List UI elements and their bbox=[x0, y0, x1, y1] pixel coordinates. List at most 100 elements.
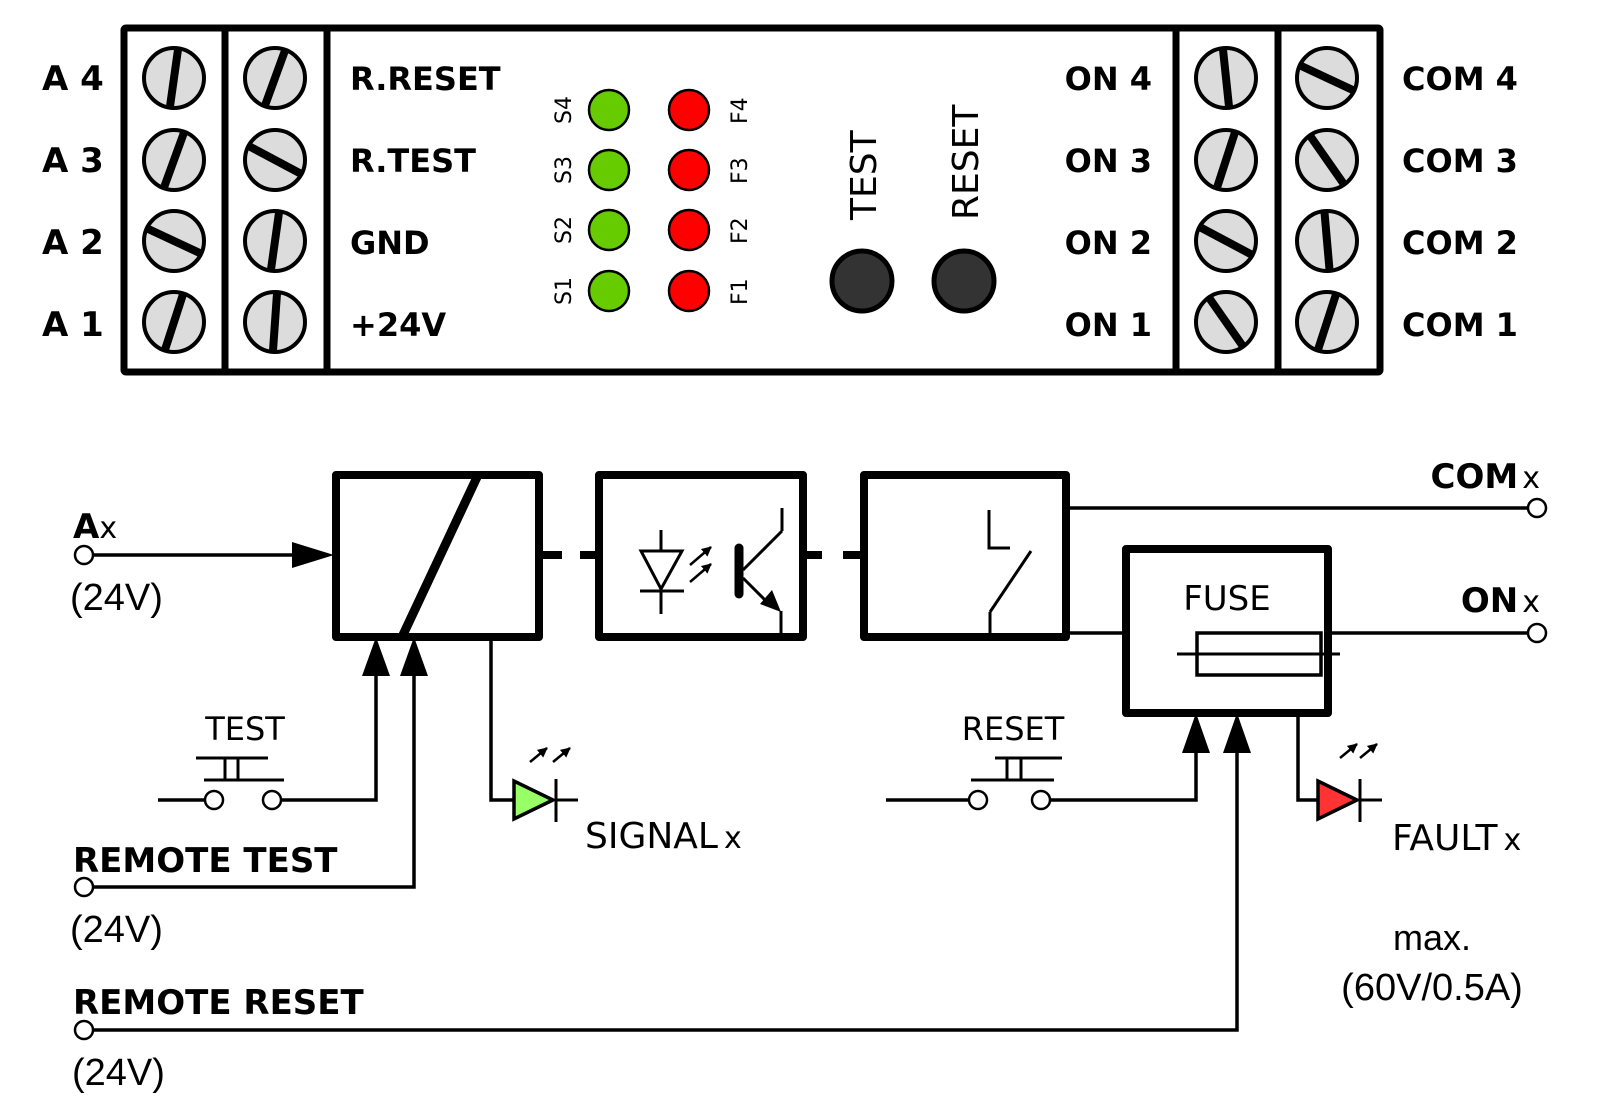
light-emission-icon bbox=[552, 747, 571, 763]
input-voltage: (24V) bbox=[70, 577, 163, 619]
reset-button[interactable]: RESET bbox=[931, 104, 997, 314]
screw-a2[interactable] bbox=[142, 209, 206, 273]
reset-button-cap[interactable] bbox=[931, 248, 997, 314]
reset-pushbutton-label: RESET bbox=[962, 710, 1065, 748]
rating-line-2: (60V/0.5A) bbox=[1341, 967, 1523, 1009]
fault-led-label: F3 bbox=[728, 157, 753, 184]
signal-led-wire bbox=[489, 637, 514, 802]
terminal-label-on2: ON 2 bbox=[1065, 224, 1152, 262]
screw-slot-icon bbox=[1320, 209, 1334, 273]
optocoupler-block bbox=[595, 471, 807, 641]
screw-r-test[interactable] bbox=[243, 128, 307, 192]
input-terminal[interactable] bbox=[73, 544, 95, 566]
remote-reset-wire bbox=[93, 753, 1239, 1032]
on-terminal[interactable] bbox=[1526, 622, 1548, 644]
screw-slot-icon bbox=[266, 209, 284, 273]
screw-on4[interactable] bbox=[1194, 46, 1258, 110]
signal-led-label: S4 bbox=[552, 96, 577, 124]
test-button-cap[interactable] bbox=[829, 248, 895, 314]
remote-test-wire bbox=[93, 676, 416, 889]
screw-com4[interactable] bbox=[1295, 46, 1359, 110]
light-emission-icon bbox=[1359, 743, 1378, 759]
device-enclosure bbox=[120, 24, 1384, 376]
input-arrow-icon bbox=[292, 542, 334, 568]
switch-block bbox=[860, 471, 1070, 641]
fault-led-f2 bbox=[667, 208, 711, 252]
screw-a3[interactable] bbox=[142, 128, 206, 192]
screw-slot-icon bbox=[165, 46, 183, 110]
light-emission-icon bbox=[529, 747, 548, 763]
reset-wire-out bbox=[1050, 753, 1198, 802]
signal-led-s2 bbox=[587, 208, 631, 252]
signal-led-label: S3 bbox=[552, 156, 577, 184]
light-emission-icon bbox=[1339, 743, 1358, 759]
test-button[interactable]: TEST bbox=[829, 129, 895, 314]
screw-slot-icon bbox=[160, 291, 188, 353]
screw-slot-icon bbox=[1297, 61, 1357, 95]
terminal-label-a3: A 3 bbox=[42, 141, 104, 181]
fault-led-icon bbox=[1316, 778, 1361, 822]
test-pushbutton-icon[interactable] bbox=[196, 756, 284, 811]
screw-a4[interactable] bbox=[142, 46, 206, 110]
screw-gnd[interactable] bbox=[243, 209, 307, 273]
screw-slot-icon bbox=[1305, 132, 1349, 188]
test-arrow-icon bbox=[362, 637, 390, 676]
screw-com3[interactable] bbox=[1295, 128, 1359, 192]
remote-reset-voltage: (24V) bbox=[72, 1052, 165, 1094]
screw-slot-icon bbox=[1313, 291, 1341, 353]
terminal-label-r-test: R.TEST bbox=[350, 142, 476, 180]
terminal-label-on3: ON 3 bbox=[1065, 142, 1152, 180]
test-wire-out bbox=[281, 676, 378, 802]
rating-line-1: max. bbox=[1393, 917, 1471, 958]
test-pushbutton-label: TEST bbox=[204, 710, 285, 748]
fault-led-f4 bbox=[667, 88, 711, 132]
fuse-block bbox=[1122, 545, 1332, 717]
screw-slot-icon bbox=[1212, 129, 1240, 191]
terminal-label-gnd: GND bbox=[350, 224, 430, 262]
fault-led-wire bbox=[1296, 713, 1318, 802]
reset-button-label: RESET bbox=[946, 104, 987, 220]
screw-slot-icon bbox=[1218, 46, 1234, 110]
remote-reset-terminal[interactable] bbox=[73, 1019, 95, 1041]
function-schematic: Ax (24V) bbox=[70, 457, 1548, 1094]
terminal-label-com3: COM 3 bbox=[1402, 142, 1518, 180]
terminal-label-com2: COM 2 bbox=[1402, 224, 1518, 262]
fuse-icon bbox=[1177, 631, 1340, 677]
fault-led-f1 bbox=[667, 269, 711, 313]
remote-test-arrow-icon bbox=[400, 637, 428, 676]
signal-led-s1 bbox=[587, 269, 631, 313]
signal-led-label: S2 bbox=[552, 216, 577, 244]
terminal-label-on1: ON 1 bbox=[1065, 306, 1152, 344]
remote-test-voltage: (24V) bbox=[70, 909, 163, 951]
remote-test-terminal[interactable] bbox=[73, 876, 95, 898]
screw-on3[interactable] bbox=[1194, 128, 1258, 192]
screw-24v[interactable] bbox=[243, 290, 307, 354]
fuse-label: FUSE bbox=[1183, 579, 1271, 619]
screw-slot-icon bbox=[1204, 294, 1248, 350]
terminal-label-com1: COM 1 bbox=[1402, 306, 1518, 344]
signal-led-s3 bbox=[587, 148, 631, 192]
fault-led-label: F1 bbox=[728, 278, 753, 305]
screw-r-reset[interactable] bbox=[243, 46, 307, 110]
reset-pushbutton-icon[interactable] bbox=[967, 756, 1062, 811]
screw-slot-icon bbox=[1196, 222, 1256, 260]
screw-com1[interactable] bbox=[1295, 290, 1359, 354]
screw-slot-icon bbox=[245, 141, 305, 179]
terminal-label-a1: A 1 bbox=[42, 305, 104, 345]
com-terminal[interactable] bbox=[1526, 497, 1548, 519]
screw-com2[interactable] bbox=[1295, 209, 1359, 273]
signal-led-icon bbox=[512, 778, 557, 822]
terminal-label-r-reset: R.RESET bbox=[350, 60, 501, 98]
screw-a1[interactable] bbox=[142, 290, 206, 354]
switch-contact-icon bbox=[987, 510, 1033, 634]
screw-on1[interactable] bbox=[1194, 290, 1258, 354]
reset-arrow-icon bbox=[1182, 713, 1210, 753]
fault-led-label: F4 bbox=[728, 97, 753, 124]
terminal-label-a4: A 4 bbox=[42, 59, 104, 99]
test-button-label: TEST bbox=[844, 129, 885, 221]
screw-slot-icon bbox=[260, 47, 290, 109]
screw-on2[interactable] bbox=[1194, 209, 1258, 273]
